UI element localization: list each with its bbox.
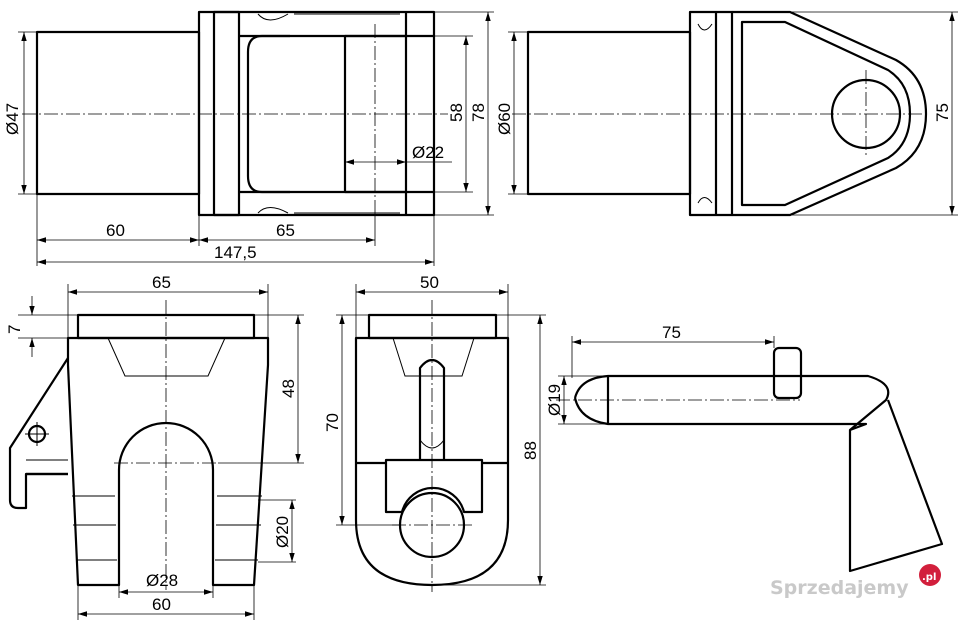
dim-diameter: Ø19 xyxy=(545,384,564,416)
dim-height-inner: 58 xyxy=(447,103,466,122)
dim-hole-diameter: Ø20 xyxy=(273,516,292,548)
shaft-outline xyxy=(35,30,201,196)
shaft-outline xyxy=(526,30,692,196)
dim-shaft-diameter: Ø47 xyxy=(3,103,22,135)
top-step xyxy=(76,313,256,340)
fork-outline xyxy=(197,10,436,217)
dim-length: 75 xyxy=(662,323,681,342)
dim-height-outer: 78 xyxy=(469,103,488,122)
body-outline xyxy=(66,336,270,587)
view-top-right: Ø60 75 xyxy=(495,10,958,217)
view-bottom-right: 75 Ø19 xyxy=(545,323,944,573)
dim-fork-length: 65 xyxy=(276,221,295,240)
dim-base-width: 60 xyxy=(152,595,171,614)
view-bottom-middle: 50 70 88 xyxy=(323,273,546,592)
dim-height-outer: 88 xyxy=(521,441,540,460)
flange-outline xyxy=(688,10,734,217)
pin-handle xyxy=(573,374,944,573)
watermark-suffix: .pl xyxy=(922,572,936,583)
lower-block xyxy=(384,458,484,514)
lug-inner xyxy=(740,20,912,207)
dim-height: 75 xyxy=(933,103,952,122)
pin-outline xyxy=(343,34,408,194)
pin-collar xyxy=(772,346,803,400)
dim-shaft-diameter: Ø60 xyxy=(495,103,514,135)
watermark-logo-icon xyxy=(919,564,941,586)
watermark-text: Sprzedajemy xyxy=(770,577,909,599)
dim-width: 65 xyxy=(152,273,171,292)
dim-height-inner: 70 xyxy=(323,413,342,432)
fork-slot xyxy=(246,34,290,194)
dim-height: 48 xyxy=(279,379,298,398)
tongue xyxy=(418,358,446,460)
dim-width: 50 xyxy=(420,273,439,292)
watermark: Sprzedajemy .pl xyxy=(770,564,941,599)
dim-step: 7 xyxy=(5,325,24,334)
dim-slot-diameter: Ø28 xyxy=(146,571,178,590)
top-step xyxy=(367,313,498,340)
side-lug xyxy=(8,357,69,510)
fork-web xyxy=(212,10,241,217)
dim-pin-diameter: Ø22 xyxy=(412,143,444,162)
view-bottom-left: 65 7 48 Ø20 Ø28 60 xyxy=(5,273,304,620)
dim-shaft-length: 60 xyxy=(106,221,125,240)
dim-total-length: 147,5 xyxy=(214,243,257,262)
lug-outer xyxy=(732,10,928,217)
view-top-left: Ø47 58 78 Ø22 60 65 147,5 xyxy=(3,10,494,266)
